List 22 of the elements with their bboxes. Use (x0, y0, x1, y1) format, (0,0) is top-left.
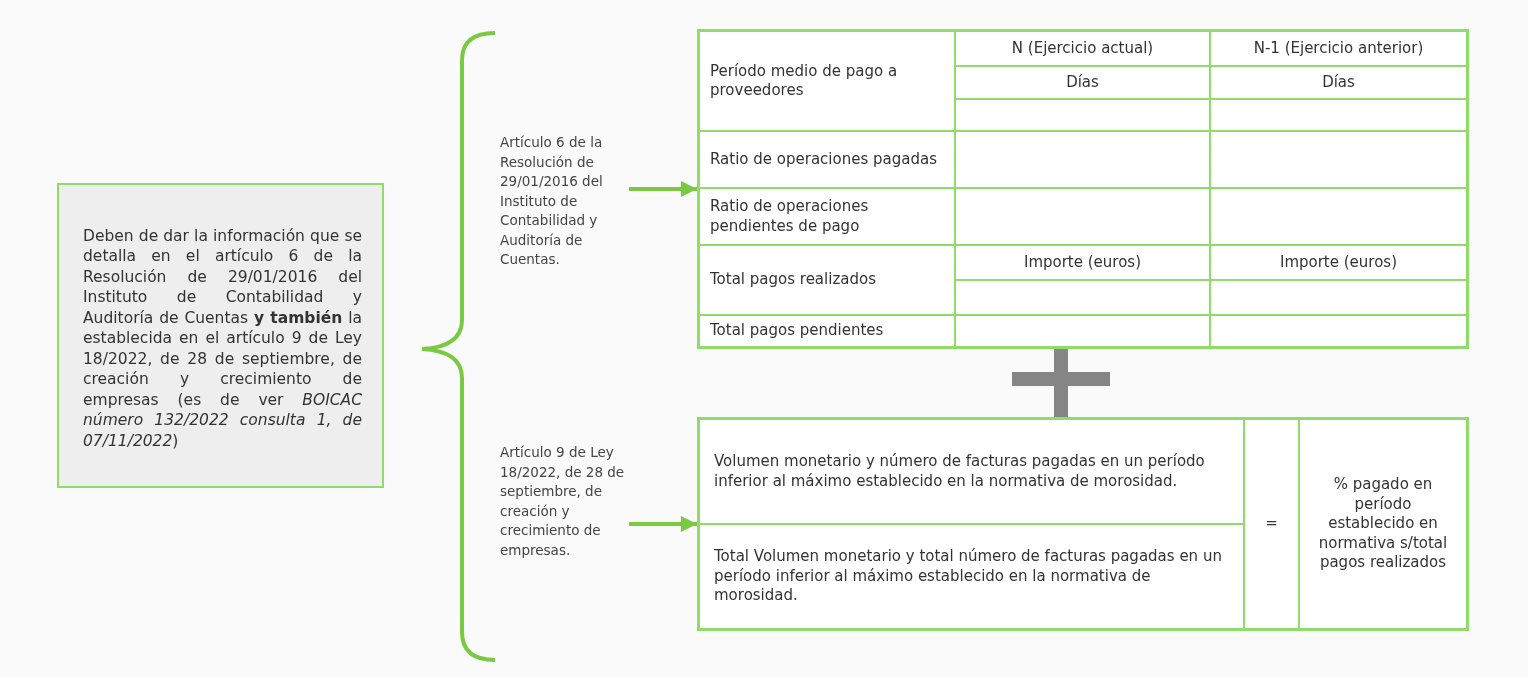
row-header: Ratio de operaciones pendientes de pago (699, 188, 955, 245)
formula-text: Volumen monetario y número de facturas pagadas en un período inferior al máximo establecido en la normativa de morosidad. (699, 419, 1244, 524)
row-header: Total pagos pendientes (699, 315, 955, 347)
column-header: N (Ejercicio actual) (955, 31, 1210, 66)
note-box: Deben de dar la información que se detalla en el artículo 6 de la Resolución de 29/01/2016 del Instituto de Contabilidad y Auditoría de Cuentas y también la establecida en el artículo 9 de Ley 18/2022, de 28 de septiembre, de creación y crecimiento de empresas (es de ver BOICAC número 132/2022 consulta 1, de 07/11/2022) (57, 183, 384, 488)
row-header: Período medio de pago a proveedores (699, 31, 955, 131)
equals-sign: = (1244, 419, 1299, 629)
unit-header: Importe (euros) (955, 245, 1210, 280)
row-header: Ratio de operaciones pagadas (699, 131, 955, 188)
row-header: Total pagos realizados (699, 245, 955, 315)
data-table (698, 30, 1468, 348)
formula-table (698, 418, 1468, 630)
article-reference: Artículo 6 de la Resolución de 29/01/2016 del Instituto de Contabilidad y Auditoría de Cuentas. (500, 133, 625, 270)
unit-header: Días (1210, 66, 1467, 99)
result-text: % pagado en período establecido en normativa s/total pagos realizados (1299, 419, 1467, 629)
unit-header: Importe (euros) (1210, 245, 1467, 280)
unit-header: Días (955, 66, 1210, 99)
article-reference: Artículo 9 de Ley 18/2022, de 28 de septiembre, de creación y crecimiento de empresas. (500, 443, 625, 561)
arrow (629, 516, 697, 532)
arrow (629, 181, 697, 197)
formula-text: Total Volumen monetario y total número de facturas pagadas en un período inferior al máximo establecido en la normativa de morosidad. (699, 524, 1244, 629)
column-header: N-1 (Ejercicio anterior) (1210, 31, 1467, 66)
